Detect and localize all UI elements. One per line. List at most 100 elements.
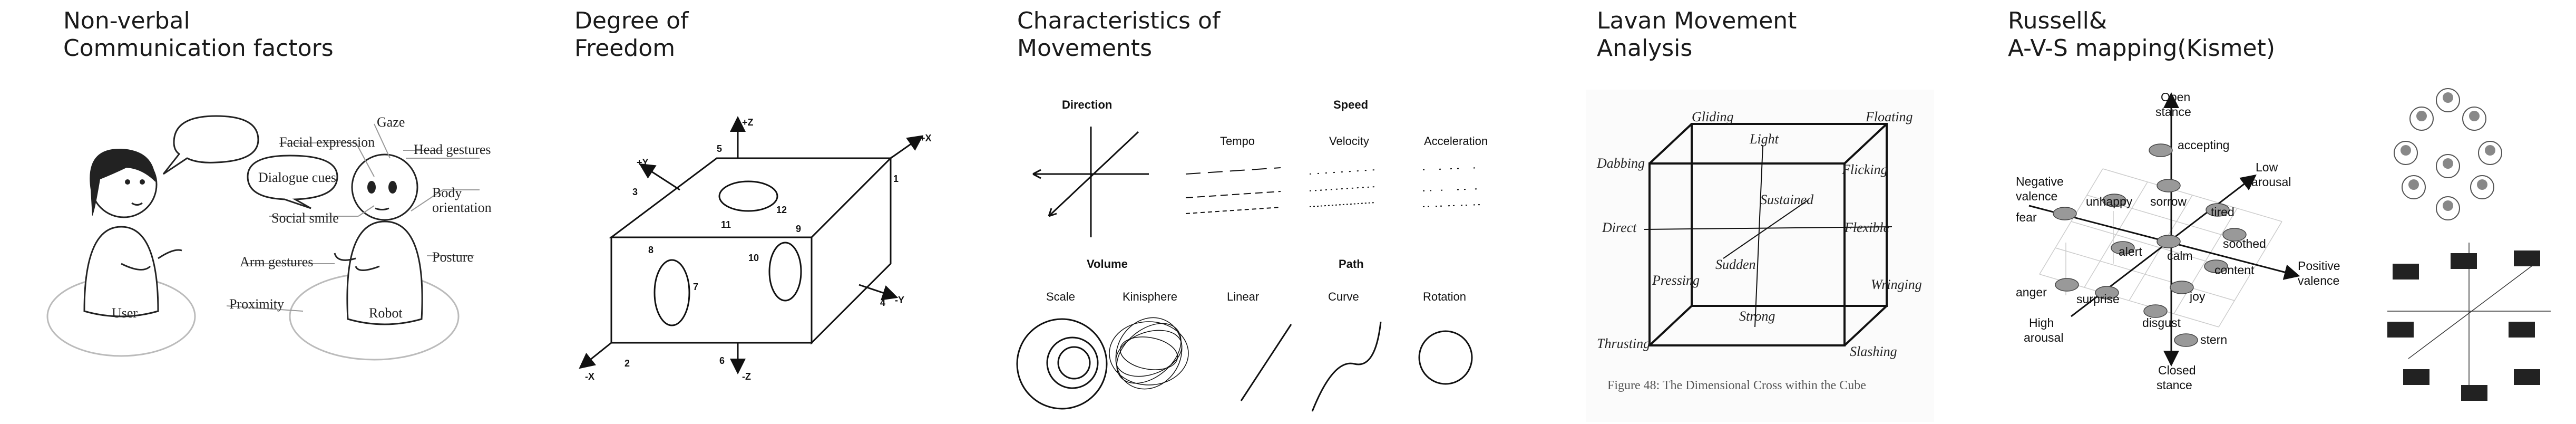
- title-line-1: Degree of: [574, 7, 689, 34]
- label-low-2: arousal: [2251, 175, 2291, 189]
- linear-path: [1240, 324, 1292, 401]
- label-sustained: Sustained: [1760, 192, 1814, 207]
- laban-cube: Gliding Floating Light Dabbing Flicking …: [1586, 90, 1934, 422]
- label-rotation: Rotation: [1423, 290, 1466, 303]
- label-n3: 3: [632, 187, 638, 197]
- nonverbal-illustration: Facial expression Gaze Head gestures Dia…: [46, 114, 492, 361]
- label-sudden: Sudden: [1715, 257, 1756, 272]
- curve-path: [1311, 321, 1382, 412]
- panel-title: Lavan Movement Analysis: [1597, 7, 1797, 62]
- heading-path: Path: [1339, 257, 1364, 271]
- label-posture: Posture: [432, 249, 473, 265]
- dof-box-diagram: +Z -Z +X -X +Y -Y 1 2 3 4 5 6 7 8 9 10 1…: [579, 116, 932, 382]
- label-open-2: stance: [2155, 105, 2191, 119]
- label-sorrow: sorrow: [2150, 195, 2187, 208]
- label-n12: 12: [776, 205, 787, 215]
- panel-title: Russell& A-V-S mapping(Kismet): [2008, 7, 2275, 62]
- panel-movements: Characteristics of Movements Direction S…: [1016, 0, 1523, 424]
- label-linear: Linear: [1227, 290, 1259, 303]
- panel-title: Non-verbal Communication factors: [63, 7, 334, 62]
- label-high-1: High: [2029, 316, 2054, 330]
- heading-speed: Speed: [1333, 98, 1368, 111]
- label-n10: 10: [748, 253, 759, 263]
- heading-volume: Volume: [1087, 257, 1128, 271]
- label-user: User: [112, 305, 138, 321]
- label-pz: +Z: [742, 117, 754, 128]
- label-facial-expression: Facial expression: [279, 134, 375, 150]
- panel-nonverbal: Non-verbal Communication factors: [46, 0, 527, 424]
- title-line-2: A-V-S mapping(Kismet): [2008, 35, 2275, 62]
- panel-russell: Russell& A-V-S mapping(Kismet): [2008, 0, 2567, 424]
- label-py: +Y: [637, 157, 649, 168]
- label-pos-1: Positive: [2298, 259, 2340, 273]
- heading-direction: Direction: [1062, 98, 1112, 111]
- label-n9: 9: [796, 224, 801, 234]
- label-dialogue-cues: Dialogue cues: [258, 170, 336, 185]
- tempo-lines: [1185, 167, 1281, 214]
- title-line-1: Characteristics of: [1017, 7, 1221, 34]
- label-stern: stern: [2200, 333, 2227, 346]
- label-pressing: Pressing: [1652, 273, 1700, 288]
- direction-cross: [1032, 127, 1149, 237]
- label-content: content: [2214, 263, 2255, 277]
- label-n1: 1: [893, 174, 899, 184]
- label-soothed: soothed: [2223, 237, 2266, 250]
- label-velocity: Velocity: [1329, 134, 1369, 148]
- label-proximity: Proximity: [229, 296, 284, 312]
- velocity-lines: [1309, 169, 1376, 207]
- label-unhappy: unhappy: [2086, 195, 2133, 208]
- user-figure: [83, 148, 182, 317]
- label-tired: tired: [2211, 205, 2235, 219]
- panel-title: Degree of Freedom: [574, 7, 689, 62]
- label-neg-2: valence: [2016, 189, 2057, 203]
- russell-avs-diagram: Open stance accepting Low arousal Negati…: [2016, 90, 2340, 392]
- label-calm: calm: [2167, 249, 2193, 263]
- rotation-circle: [1418, 330, 1473, 385]
- label-gaze: Gaze: [377, 114, 405, 130]
- label-n8: 8: [648, 245, 653, 255]
- figure-caption: Figure 48: The Dimensional Cross within …: [1607, 379, 1866, 392]
- label-closed-2: stance: [2157, 378, 2192, 392]
- label-pos-2: valence: [2298, 274, 2339, 287]
- label-flicking: Flicking: [1841, 162, 1888, 177]
- title-line-2: Analysis: [1597, 35, 1693, 62]
- label-px: +X: [920, 133, 932, 143]
- movements-diagram: Direction Speed Tempo Velocity Accelerat…: [1016, 98, 1488, 412]
- label-body-1: Body: [432, 185, 462, 200]
- label-gliding: Gliding: [1692, 109, 1733, 124]
- label-n4: 4: [880, 297, 885, 308]
- label-nx: -X: [585, 371, 594, 382]
- label-wringing: Wringing: [1871, 277, 1922, 292]
- label-body-2: orientation: [432, 200, 492, 215]
- label-social-smile: Social smile: [271, 210, 339, 226]
- label-head-gestures: Head gestures: [414, 142, 491, 157]
- title-line-1: Russell&: [2008, 7, 2107, 34]
- label-anger: anger: [2016, 285, 2047, 299]
- label-n6: 6: [719, 355, 725, 366]
- label-closed-1: Closed: [2158, 363, 2196, 377]
- acceleration-lines: [1422, 167, 1481, 207]
- label-neg-1: Negative: [2016, 175, 2064, 188]
- label-flexible: Flexible: [1844, 220, 1889, 235]
- label-kinisphere: Kinisphere: [1123, 290, 1177, 303]
- title-line-2: Movements: [1017, 35, 1152, 62]
- label-arm-gestures: Arm gestures: [240, 254, 313, 269]
- label-nz: -Z: [742, 371, 751, 382]
- robot-figure: [334, 153, 423, 325]
- label-high-2: arousal: [2024, 331, 2063, 344]
- label-light: Light: [1749, 131, 1779, 147]
- label-n11: 11: [721, 219, 731, 230]
- label-floating: Floating: [1865, 109, 1913, 124]
- panel-title: Characteristics of Movements: [1017, 7, 1220, 62]
- kinisphere-figure: [1109, 317, 1189, 390]
- title-line-2: Freedom: [574, 35, 676, 62]
- title-line-1: Lavan Movement: [1597, 7, 1797, 34]
- label-low-1: Low: [2256, 160, 2278, 174]
- label-n7: 7: [693, 282, 698, 292]
- panel-dof: Degree of Freedom +Z -Z: [574, 0, 954, 424]
- robot-speech-bubble: [247, 155, 338, 209]
- label-direct: Direct: [1602, 220, 1637, 235]
- label-scale: Scale: [1046, 290, 1075, 303]
- label-joy: joy: [2189, 290, 2206, 303]
- label-ny: -Y: [895, 295, 904, 305]
